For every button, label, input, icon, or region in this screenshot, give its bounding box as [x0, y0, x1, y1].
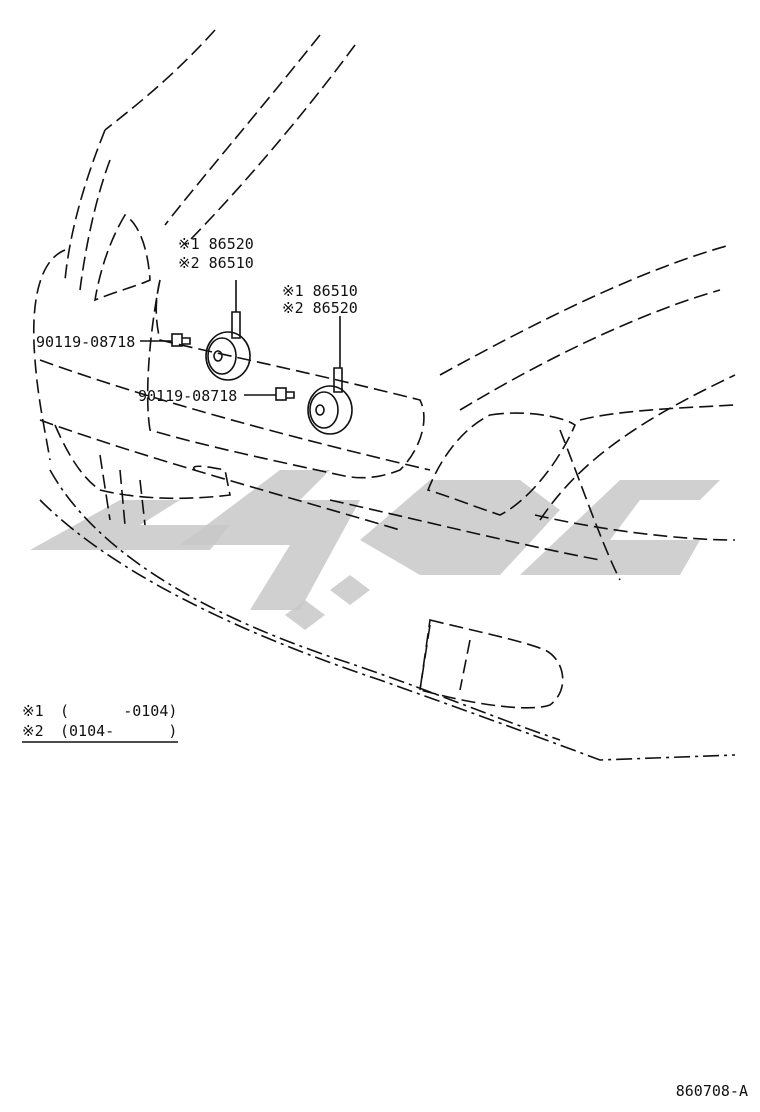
bolt-left-icon — [171, 333, 191, 347]
legend-mark-2: ※2 — [22, 722, 44, 740]
watermark-logo — [30, 470, 720, 630]
horn-left-part-number-1: ※1 86520 — [178, 235, 254, 253]
legend: ※1 ( -0104) ※2 (0104- ) — [22, 702, 178, 743]
vehicle-outline — [32, 29, 736, 761]
horn-left-part-number-2: ※2 86510 — [178, 254, 254, 272]
bolt-right-icon — [275, 387, 295, 401]
bolt-left-part-number: 90119-08718 — [36, 333, 135, 351]
horn-left — [205, 311, 251, 381]
diagram-id: 860708-A — [676, 1082, 748, 1100]
horn-right — [307, 367, 353, 435]
legend-range-2: (0104- ) — [60, 722, 177, 740]
horn-right-part-number-1: ※1 86510 — [282, 282, 358, 300]
legend-range-1: ( -0104) — [60, 702, 177, 720]
bolt-right-part-number: 90119-08718 — [138, 387, 237, 405]
legend-mark-1: ※1 — [22, 702, 44, 720]
leader-lines — [140, 280, 341, 396]
horn-right-part-number-2: ※2 86520 — [282, 299, 358, 317]
